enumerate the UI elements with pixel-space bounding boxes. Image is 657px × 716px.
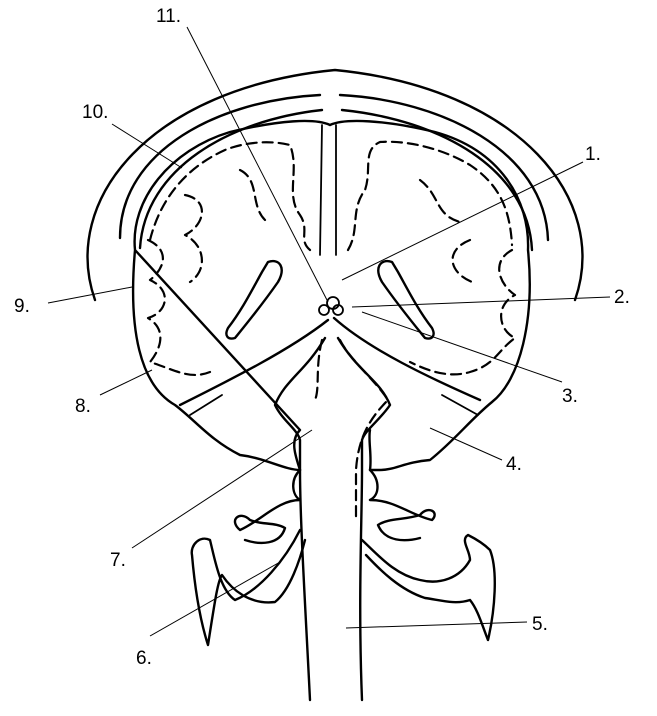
dura-left-band (120, 95, 320, 238)
label-5: 5. (532, 614, 548, 635)
lateral-ventricle-left (226, 261, 281, 338)
fourth-ventricle-dashed (340, 340, 388, 520)
label-11: 11. (156, 6, 181, 27)
dura-right-inner (342, 110, 532, 250)
label-10: 10. (82, 102, 108, 123)
label-7: 7. (110, 550, 126, 571)
label-9: 9. (14, 296, 30, 317)
cortex-gyri-left-top (150, 142, 310, 250)
cortex-gyri-right-inner (420, 180, 472, 282)
cortex-gyri-left-inner (185, 170, 265, 282)
longitudinal-fissure-left (320, 125, 322, 255)
label-2: 2. (614, 287, 630, 308)
label-1: 1. (585, 144, 601, 165)
label-6: 6. (136, 648, 152, 669)
brain-outline (133, 121, 530, 470)
cervical-right (362, 535, 495, 640)
cerebellum-left (235, 470, 300, 543)
cerebellum-right (370, 470, 435, 540)
label-3: 3. (562, 386, 578, 407)
dura-right-band (340, 95, 548, 240)
tentorium-right (334, 318, 480, 400)
cortex-gyri-right-side (410, 250, 515, 374)
cervical-left (192, 530, 305, 645)
label-4: 4. (506, 454, 522, 475)
label-8: 8. (75, 396, 91, 417)
cortex-gyri-left-side (148, 240, 210, 375)
